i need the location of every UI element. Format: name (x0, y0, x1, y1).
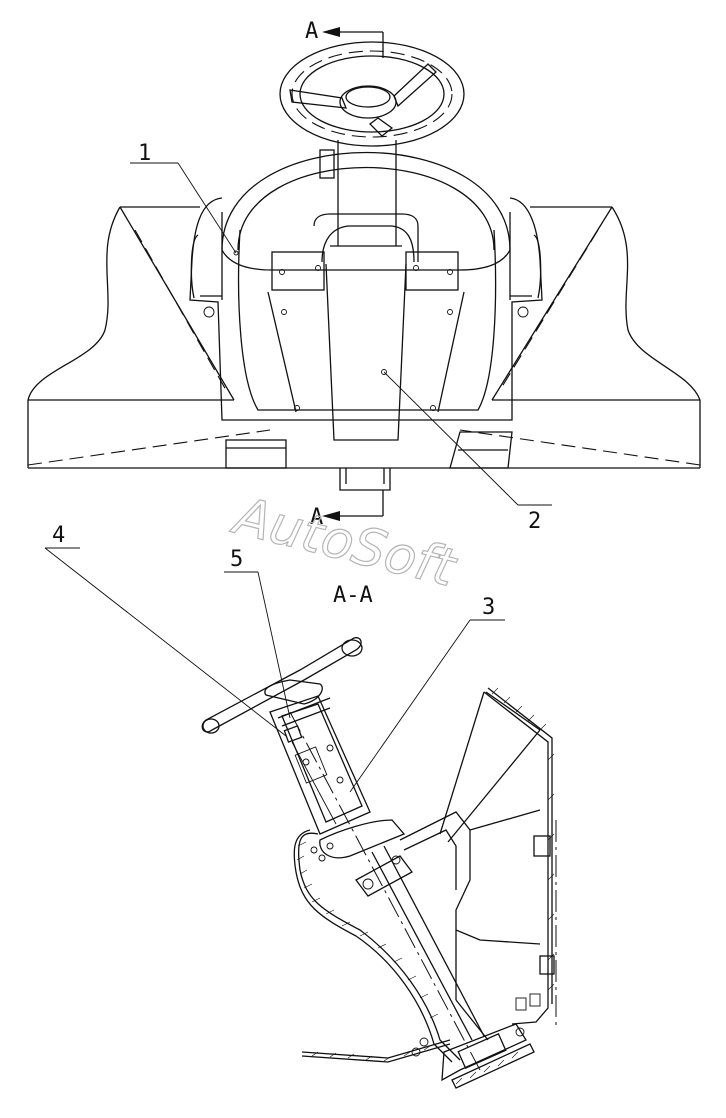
column-housing (293, 819, 461, 1063)
callout-5: 5 (224, 547, 291, 719)
callout-1: 1 (130, 141, 237, 254)
callout-5-label: 5 (230, 547, 243, 572)
pedestal-base (301, 1023, 535, 1089)
firewall-panel (439, 687, 557, 1030)
callout-3-label: 3 (482, 595, 495, 620)
column-tube (269, 695, 371, 835)
steering-shaft (289, 711, 489, 1071)
section-view: 3 4 5 (44, 523, 557, 1089)
section-letter-top: A (305, 19, 318, 44)
callout-1-label: 1 (138, 141, 151, 166)
top-view: A (27, 19, 701, 534)
wheel-side (201, 637, 363, 734)
steering-wheel (279, 41, 465, 147)
callout-4: 4 (44, 523, 287, 737)
section-arrow-bottom: A (310, 490, 384, 530)
callout-2: 2 (383, 371, 552, 534)
section-arrow-top: A (305, 19, 384, 58)
callout-3: 3 (349, 595, 505, 793)
steering-column-cover (313, 140, 419, 491)
dash-console (189, 151, 543, 421)
callout-4-label: 4 (52, 523, 65, 548)
cab-floor-outline (27, 206, 701, 469)
callout-2-label: 2 (528, 509, 541, 534)
section-title: A-A (333, 583, 373, 608)
section-letter-bottom: A (310, 505, 323, 530)
